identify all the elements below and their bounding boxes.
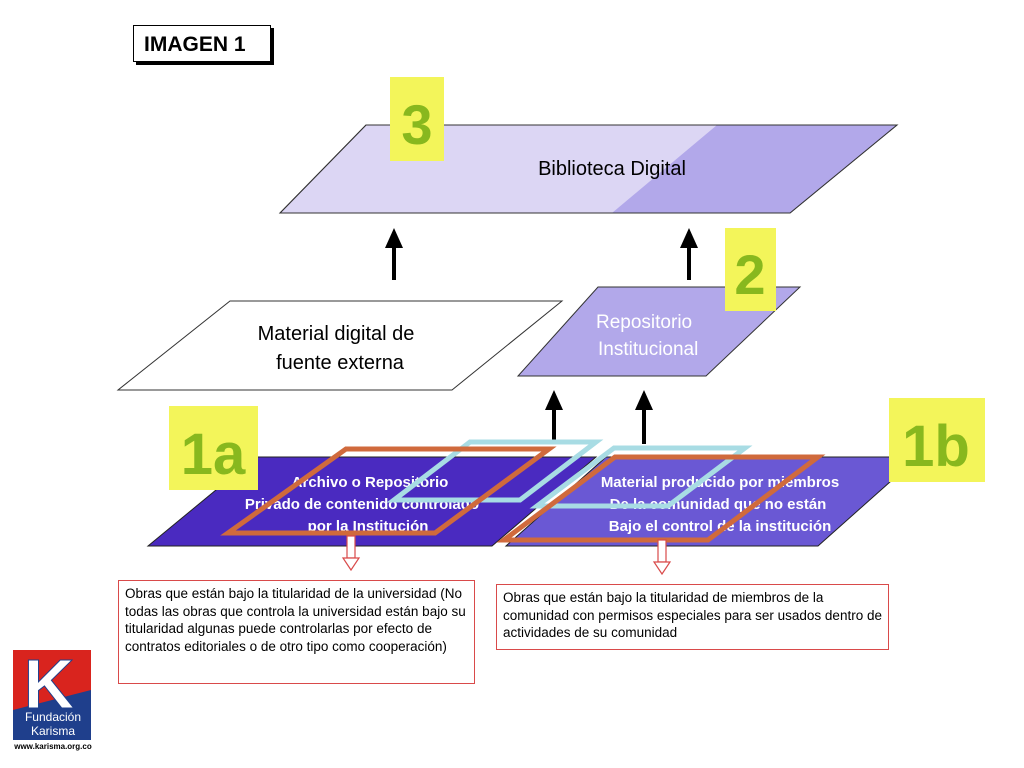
- material-label-line3: Bajo el control de la institución: [609, 518, 832, 535]
- image-title: IMAGEN 1: [133, 25, 271, 62]
- svg-text:3: 3: [401, 93, 432, 156]
- arrow-down-right: [652, 539, 672, 576]
- material-label-line2: De la comunidad que no están: [610, 496, 827, 513]
- material-label-line1: Material producido por miembros: [601, 474, 839, 491]
- arrow-material-to-repositorio: [635, 390, 653, 444]
- svg-text:K: K: [24, 650, 75, 723]
- badge-2: 2: [725, 228, 776, 311]
- orange-outline-left: [220, 446, 557, 536]
- orange-outline-right: [496, 454, 826, 543]
- biblioteca-label: Biblioteca Digital: [538, 158, 686, 180]
- repositorio-label-line1: Repositorio: [596, 312, 692, 333]
- cyan-outline-right: [529, 445, 753, 509]
- svg-text:1a: 1a: [181, 422, 246, 487]
- svg-text:1b: 1b: [902, 414, 970, 479]
- badge-1b: 1b: [889, 398, 985, 482]
- badge-1a: 1a: [169, 406, 258, 490]
- badge-3: 3: [390, 77, 444, 161]
- svg-text:Karisma: Karisma: [31, 724, 75, 738]
- note-titularidad-universidad: Obras que están bajo la titularidad de l…: [118, 580, 475, 684]
- cyan-outline-left: [386, 439, 604, 503]
- svg-text:Fundación: Fundación: [25, 710, 81, 724]
- arrow-externa-to-biblioteca: [385, 228, 403, 280]
- arrow-down-left: [341, 535, 361, 572]
- externa-label-line1: Material digital de: [258, 323, 415, 345]
- note-titularidad-miembros: Obras que están bajo la titularidad de m…: [496, 584, 889, 650]
- biblioteca-digital-layer: Biblioteca Digital: [278, 124, 899, 214]
- biblioteca-dark-section: [612, 125, 897, 213]
- arrow-repositorio-to-biblioteca: [680, 228, 698, 280]
- karisma-logo: K Fundación Karisma: [13, 650, 91, 740]
- logo-url: www.karisma.org.co: [14, 742, 92, 751]
- arrow-archivo-to-repositorio: [545, 390, 563, 440]
- material-externa-layer: Material digital de fuente externa: [116, 300, 564, 391]
- repositorio-label-line2: Institucional: [598, 339, 698, 360]
- svg-text:2: 2: [734, 243, 765, 306]
- externa-label-line2: fuente externa: [276, 352, 405, 374]
